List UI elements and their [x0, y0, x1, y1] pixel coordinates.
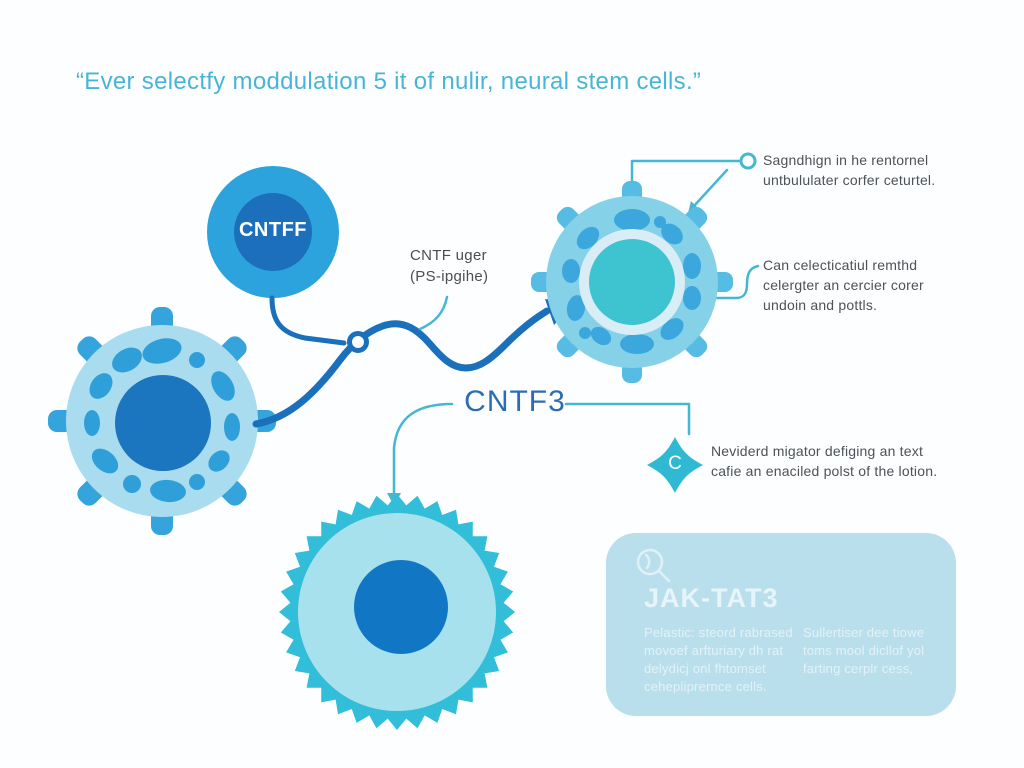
title-quote: “Ever selectfy moddulation 5 it of nulir…	[76, 68, 702, 95]
panel-col1-line3: delydicj onl fhtomset	[644, 661, 766, 676]
cntf3-right-leader	[564, 402, 691, 436]
receptor-pointer-arrow	[692, 168, 729, 208]
panel-column-1: Pelastic: steord rabrased movoef arfturi…	[644, 624, 799, 696]
receptor-cell-organelles	[562, 209, 701, 354]
left-stem-cell	[48, 307, 276, 535]
annotation-surface-line3: undoin and pottls.	[763, 297, 878, 313]
differentiated-cell-nucleus	[354, 560, 448, 654]
panel-col2-line3: farting cerplr cess,	[803, 661, 914, 676]
ligand-note: CNTF uger (PS-ipgihe)	[410, 245, 590, 287]
annotation-surface-line1: Can celecticatiul remthd	[763, 257, 918, 273]
annotation-migration-line2: cafie an enaciled polst of the lotion.	[711, 463, 938, 479]
annotation-receptor-line1: Sagndhign in he rentornel	[763, 152, 929, 168]
panel-col2-line2: toms mool dicllof yol	[803, 643, 925, 658]
panel-col1-line4: cehepliprernce cells.	[644, 679, 767, 694]
annotation-surface: Can celecticatiul remthd celergter an ce…	[763, 255, 983, 315]
cntff-leader-line	[269, 295, 347, 346]
diamond-marker	[647, 437, 703, 493]
junction-node	[347, 331, 369, 353]
ligand-leader-arc	[418, 295, 449, 331]
left-cell-nucleus	[115, 375, 211, 471]
receptor-leader	[630, 159, 741, 196]
annotation-receptor-line2: untbululater corfer ceturtel.	[763, 172, 936, 188]
receptor-bullet-icon	[739, 152, 757, 170]
differentiated-cell	[279, 494, 515, 730]
signal-wave-line	[252, 307, 551, 428]
panel-column-2: Sullertiser dee tiowe toms mool dicllof …	[803, 624, 948, 678]
magnifier-icon	[636, 548, 671, 583]
cntff-molecule	[207, 166, 339, 298]
signal-connectors	[252, 295, 551, 428]
surface-leader-squiggle	[714, 264, 760, 300]
panel-col2-line1: Sullertiser dee tiowe	[803, 625, 925, 640]
panel-title: JAK-TAT3	[644, 583, 779, 613]
annotation-migration-line1: Neviderd migator defiging an text	[711, 443, 924, 459]
panel-col1-line1: Pelastic: steord rabrased	[644, 625, 793, 640]
annotation-surface-line2: celergter an cercier corer	[763, 277, 924, 293]
diamond-marker-label: C	[668, 453, 682, 474]
left-cell-organelles	[84, 338, 240, 503]
jak-stat-panel	[606, 533, 956, 716]
receptor-cell-nucleus	[589, 239, 675, 325]
annotation-receptor: Sagndhign in he rentornel untbululater c…	[763, 150, 983, 190]
receptor-cell	[531, 181, 733, 383]
annotation-migration: Neviderd migator defiging an text cafie …	[711, 441, 961, 481]
cntf3-pathway-label: CNTF3	[464, 385, 566, 418]
panel-col1-line2: movoef arfturiary dh rat	[644, 643, 784, 658]
ligand-note-line2: (PS-ipgihe)	[410, 268, 489, 285]
ligand-note-line1: CNTF uger	[410, 247, 487, 264]
cntff-molecule-label: CNTFF	[238, 219, 308, 241]
cntf3-left-leader	[392, 402, 454, 498]
